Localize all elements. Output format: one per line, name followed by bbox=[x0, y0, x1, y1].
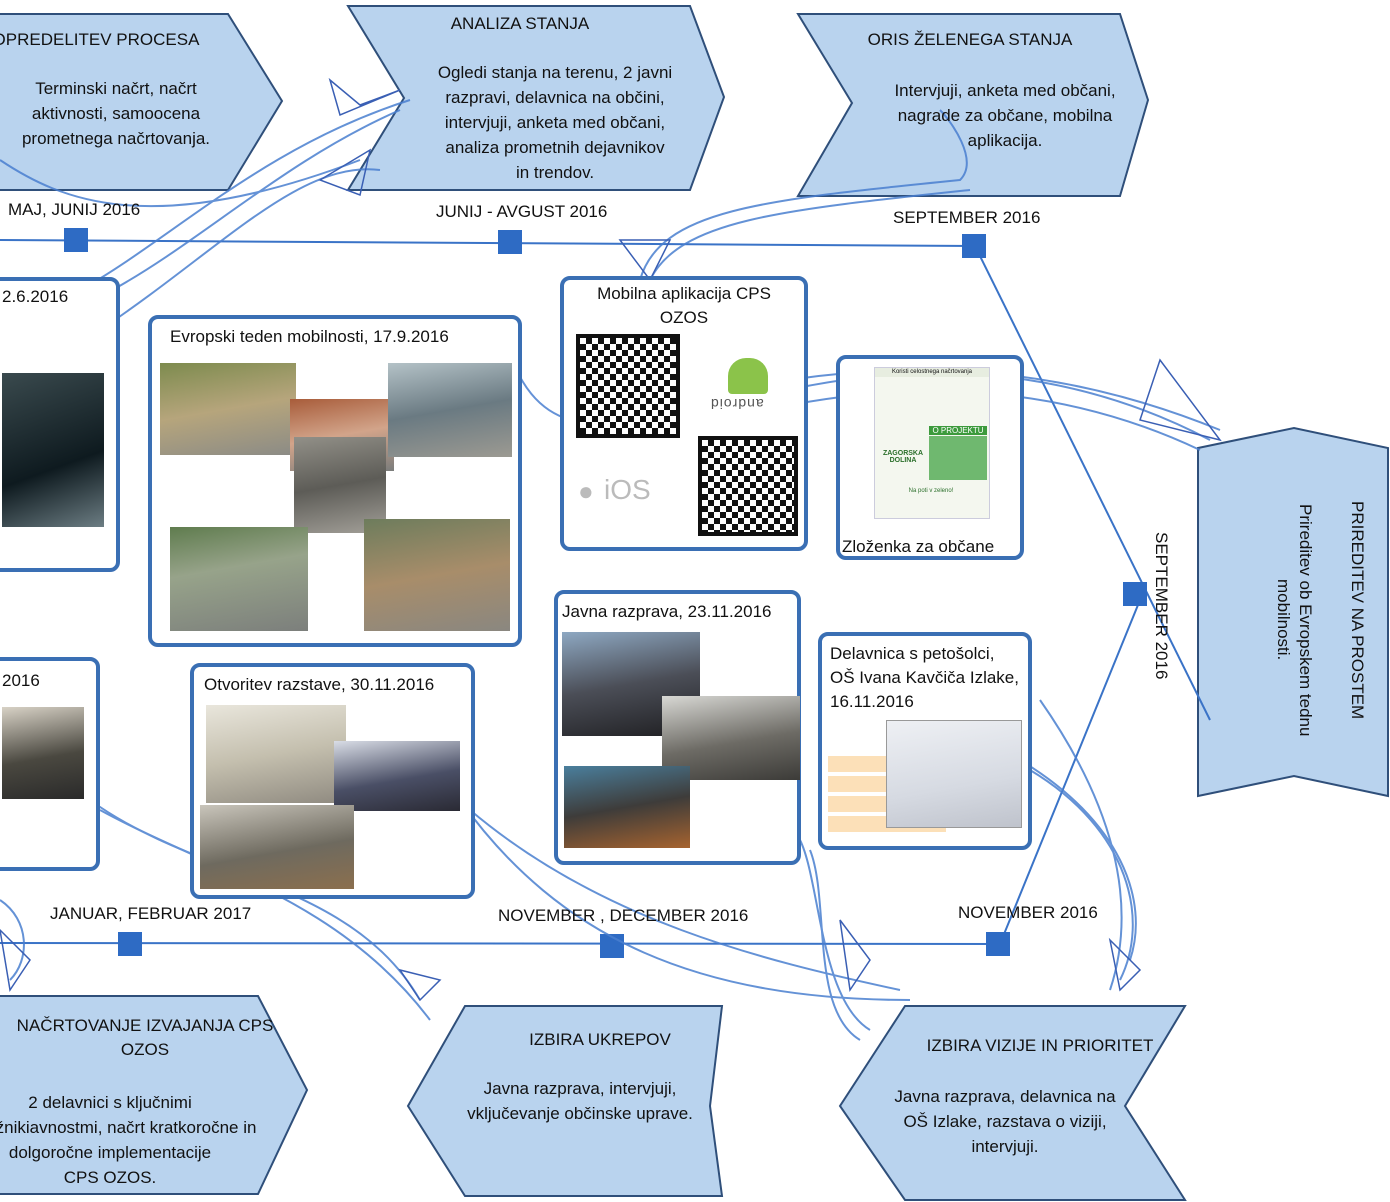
apple-icon: ● bbox=[578, 476, 594, 506]
event-caption-otvoritev: Otvoritev razstave, 30.11.2016 bbox=[204, 675, 435, 694]
event-caption-2016: 2016 bbox=[2, 671, 40, 690]
stage-title-prireditev: PRIREDITEV NA PROSTEM bbox=[1348, 500, 1367, 720]
event-box-2-6-2016: 2.6.2016 bbox=[0, 277, 120, 572]
event-box-mobilna: Mobilna aplikacija CPS OZOS android ● iO… bbox=[560, 276, 808, 551]
stage-shape-prireditev bbox=[1197, 426, 1389, 798]
event-box-zlozenka: Koristi celostnega načrtovanja O PROJEKT… bbox=[836, 355, 1024, 560]
event-photo bbox=[364, 519, 510, 631]
stage-shape-vizija bbox=[838, 1005, 1187, 1201]
leaflet-slogan: Na poti v zeleno! bbox=[908, 488, 954, 494]
event-photo bbox=[886, 720, 1022, 828]
event-photo bbox=[294, 437, 386, 533]
event-caption-zlozenka: Zloženka za občane bbox=[842, 537, 995, 556]
milestone-maj-junij bbox=[64, 228, 88, 252]
timeline-label-nov-dec: NOVEMBER , DECEMBER 2016 bbox=[498, 906, 749, 925]
stage-shape-analiza bbox=[346, 5, 726, 191]
event-photo bbox=[200, 805, 354, 889]
qr-code-ios bbox=[576, 334, 680, 438]
qr-code-android bbox=[698, 436, 798, 536]
leaflet-green-block bbox=[929, 436, 987, 480]
leaflet-projekt-label: O PROJEKTU bbox=[929, 426, 987, 435]
leaflet-header: Koristi celostnega načrtovanja bbox=[875, 368, 989, 377]
milestone-januar bbox=[118, 932, 142, 956]
milestone-september-right bbox=[1123, 582, 1147, 606]
event-box-2016: 2016 bbox=[0, 657, 100, 871]
event-caption-evropski: Evropski teden mobilnosti, 17.9.2016 bbox=[170, 327, 449, 346]
event-caption-mobilna: Mobilna aplikacija CPS OZOS bbox=[597, 284, 771, 327]
event-box-delavnica: Delavnica s petošolci, OŠ Ivana Kavčiča … bbox=[818, 632, 1032, 850]
stage-body-prireditev: Prireditev ob Evropskem tednu mobilnosti… bbox=[1274, 503, 1315, 737]
timeline-label-maj-junij: MAJ, JUNIJ 2016 bbox=[8, 200, 141, 219]
stage-shape-oris bbox=[796, 13, 1150, 197]
event-caption-delavnica: Delavnica s petošolci, OŠ Ivana Kavčiča … bbox=[830, 644, 1019, 711]
timeline-label-november: NOVEMBER 2016 bbox=[958, 903, 1098, 922]
stage-shape-opredelitev bbox=[0, 13, 284, 191]
stage-body-vizija: Javna razprava, delavnica na OŠ Izlake, … bbox=[894, 1087, 1116, 1156]
event-photo bbox=[2, 373, 104, 527]
event-caption-2-6-2016: 2.6.2016 bbox=[2, 287, 69, 306]
milestone-junij-avgust bbox=[498, 230, 522, 254]
event-photo bbox=[564, 766, 690, 848]
event-photo bbox=[334, 741, 460, 811]
milestone-november bbox=[986, 932, 1010, 956]
stage-shape-ukrepi bbox=[406, 1005, 724, 1197]
milestone-september-top bbox=[962, 234, 986, 258]
android-icon bbox=[728, 358, 768, 394]
stage-title-analiza: ANALIZA STANJA bbox=[450, 14, 590, 33]
event-photo bbox=[2, 707, 84, 799]
stage-body-analiza: Ogledi stanja na terenu, 2 javni razprav… bbox=[437, 63, 673, 182]
timeline-label-september-right: SEPTEMBER 2016 bbox=[1152, 532, 1171, 680]
timeline-label-januar: JANUAR, FEBRUAR 2017 bbox=[50, 904, 252, 923]
stage-shape-izvajanje bbox=[0, 995, 309, 1195]
stage-title-izvajanje: NAČRTOVANJE IZVAJANJA CPS OZOS bbox=[16, 1016, 274, 1059]
timeline-label-junij-avgust: JUNIJ - AVGUST 2016 bbox=[436, 202, 608, 221]
ios-logo-text: iOS bbox=[604, 474, 651, 505]
stage-body-opredelitev: Terminski načrt, načrt aktivnosti, samoo… bbox=[21, 79, 211, 148]
stage-title-ukrepi: IZBIRA UKREPOV bbox=[529, 1030, 671, 1049]
stage-body-izvajanje: 2 delavnici s ključnimi deležnikiavnostm… bbox=[0, 1093, 257, 1187]
android-logo-text: android bbox=[710, 396, 764, 412]
leaflet-preview: Koristi celostnega načrtovanja O PROJEKT… bbox=[874, 367, 990, 519]
stage-title-opredelitev: OPREDELITEV PROCESA bbox=[0, 30, 200, 49]
stage-body-oris: Intervjuji, anketa med občani, nagrade z… bbox=[894, 81, 1116, 150]
leaflet-brand: ZAGORSKA DOLINA bbox=[882, 450, 924, 464]
stage-title-oris: ORIS ŽELENEGA STANJA bbox=[867, 30, 1073, 49]
event-box-evropski: Evropski teden mobilnosti, 17.9.2016 bbox=[148, 315, 522, 647]
event-photo bbox=[388, 363, 512, 457]
event-box-otvoritev: Otvoritev razstave, 30.11.2016 bbox=[190, 663, 475, 899]
timeline-label-september-top: SEPTEMBER 2016 bbox=[893, 208, 1041, 227]
event-photo bbox=[206, 705, 346, 803]
event-photo bbox=[170, 527, 308, 631]
event-box-javna: Javna razprava, 23.11.2016 bbox=[554, 590, 801, 865]
event-photo bbox=[160, 363, 296, 455]
stage-title-vizija: IZBIRA VIZIJE IN PRIORITET bbox=[926, 1036, 1154, 1055]
event-caption-javna: Javna razprava, 23.11.2016 bbox=[562, 602, 772, 621]
stage-body-ukrepi: Javna razprava, intervjuji, vključevanje… bbox=[467, 1079, 693, 1123]
